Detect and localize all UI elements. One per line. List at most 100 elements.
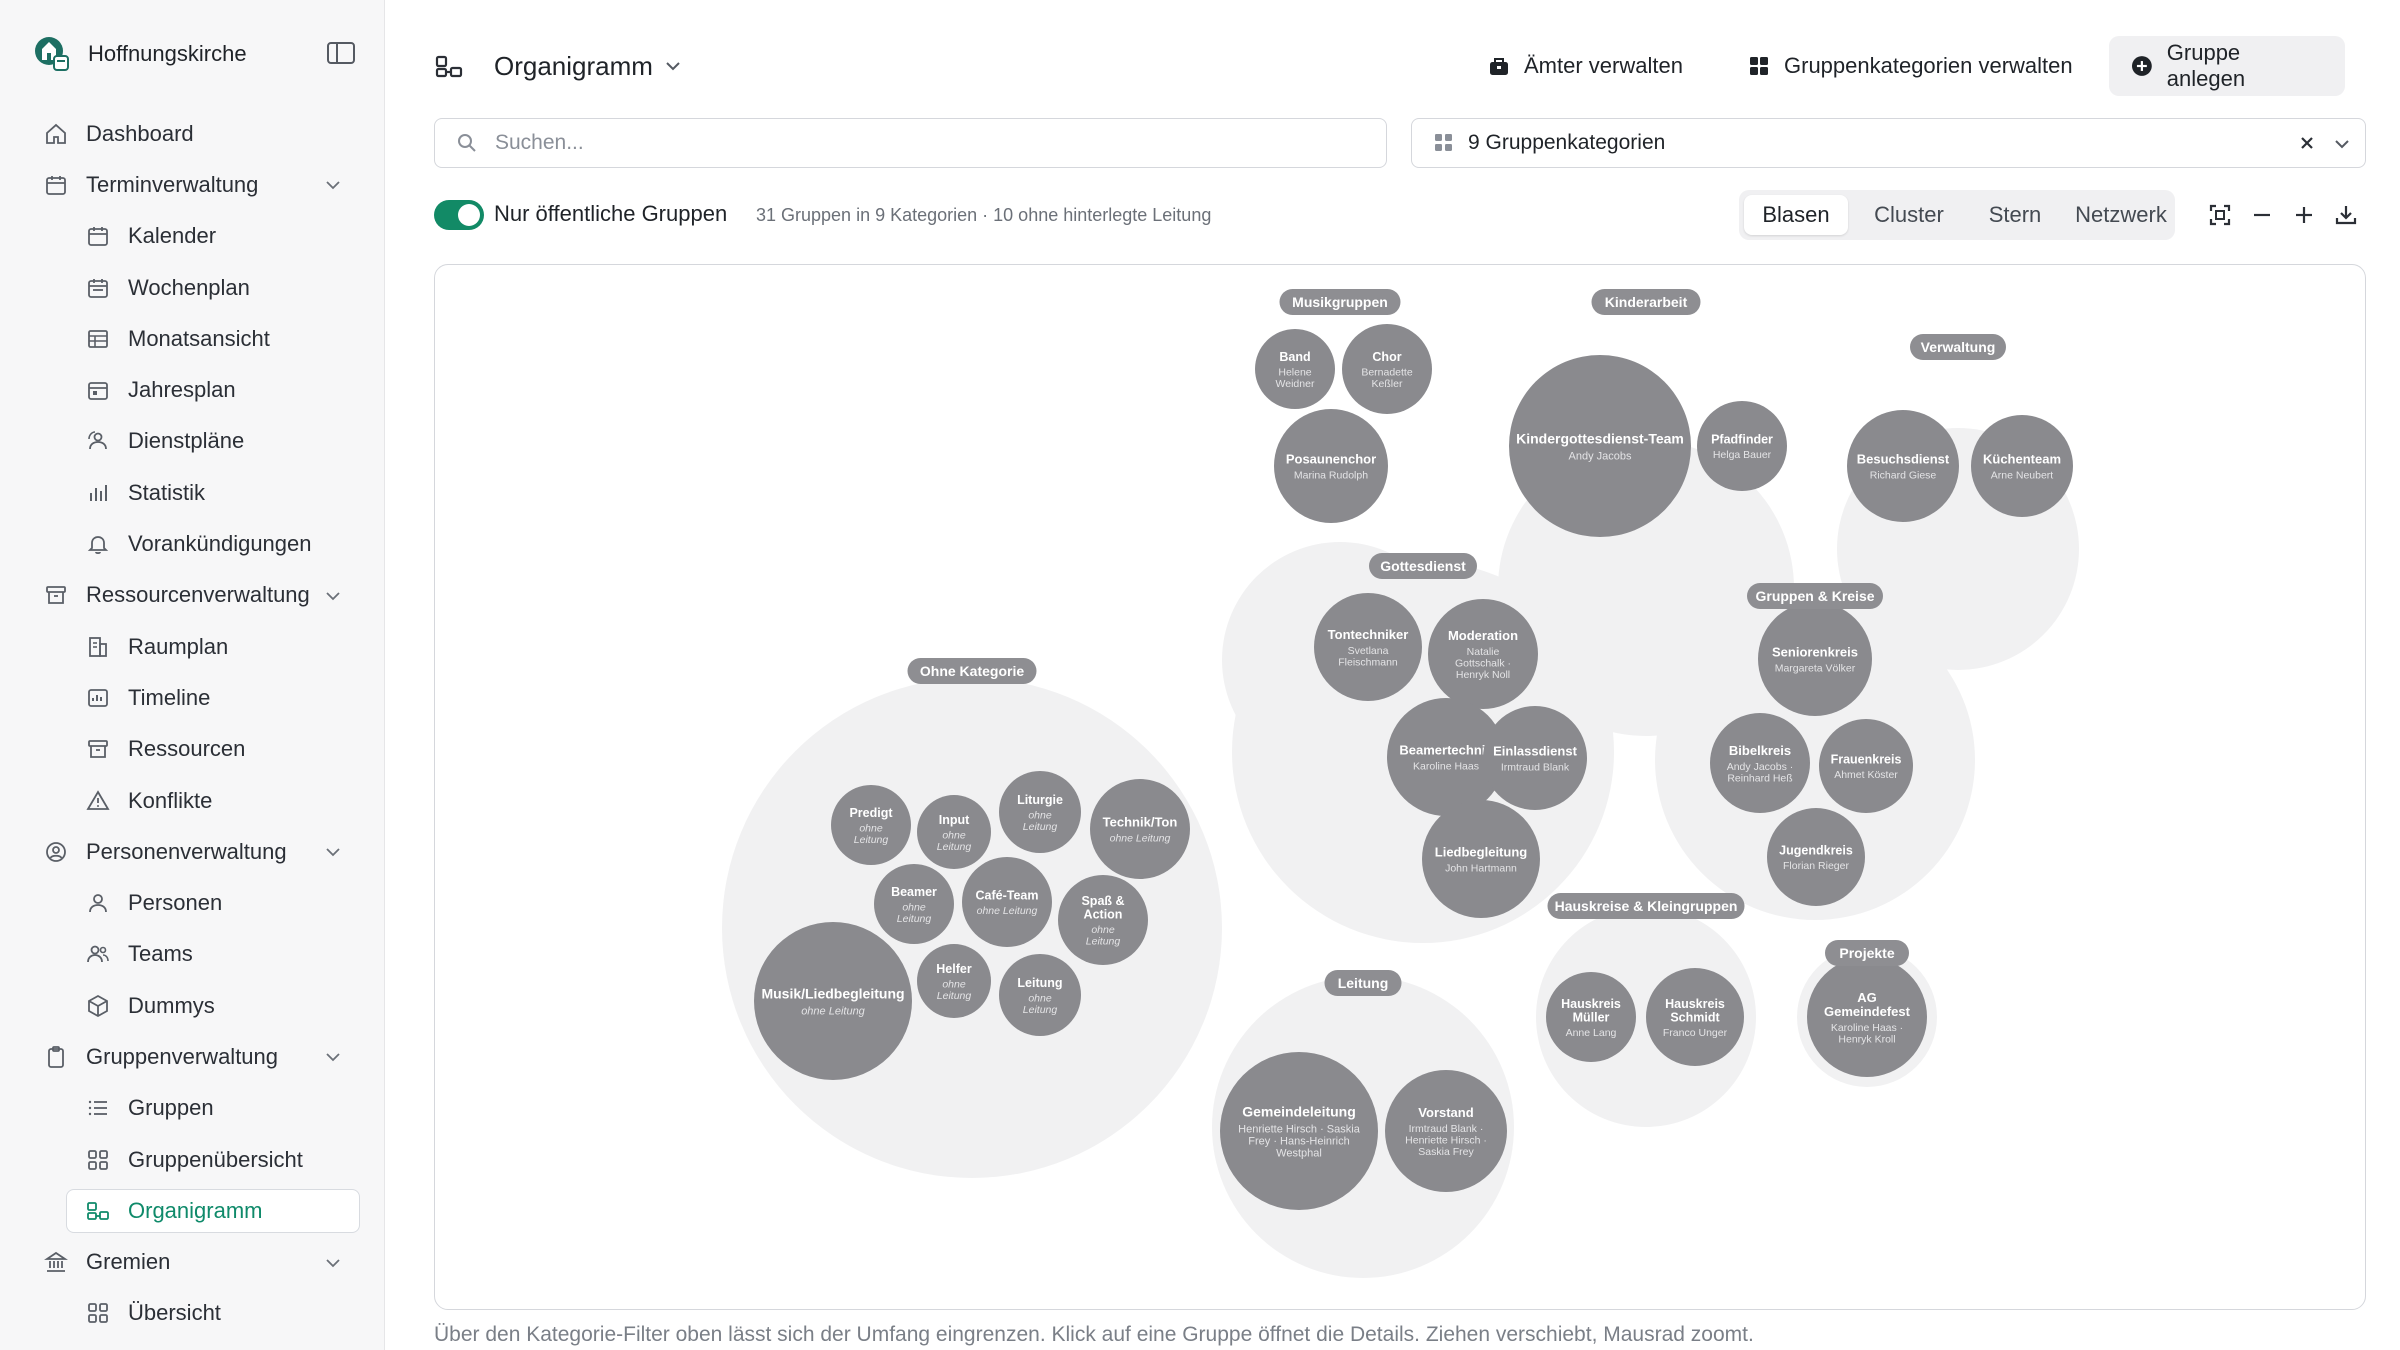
sidebar-toggle-icon[interactable] xyxy=(326,40,356,66)
group-circle[interactable] xyxy=(1710,713,1810,813)
group-circle[interactable] xyxy=(1847,410,1959,522)
group-circle[interactable] xyxy=(1819,719,1913,813)
sidebar-item-vorankündigungen[interactable]: Vorankündigungen xyxy=(0,518,385,569)
group-circle[interactable] xyxy=(999,771,1081,853)
cluster-gruppen-kreise[interactable] xyxy=(1655,600,1975,920)
manage-categories-button[interactable]: Gruppenkategorien verwalten xyxy=(1726,36,2095,96)
group-circle[interactable] xyxy=(1758,602,1872,716)
group-circle[interactable] xyxy=(1220,1052,1378,1210)
group-circle[interactable] xyxy=(831,785,911,865)
sidebar-item-statistik[interactable]: Statistik xyxy=(0,467,385,518)
group-circle[interactable] xyxy=(1428,599,1538,709)
chevron-down-icon[interactable] xyxy=(322,1046,344,1068)
brand[interactable]: Hoffnungskirche xyxy=(34,34,247,74)
chevron-down-icon[interactable] xyxy=(663,56,683,76)
group-circle[interactable] xyxy=(1387,698,1505,816)
group-circle[interactable] xyxy=(1546,972,1636,1062)
sidebar-item-jahresplan[interactable]: Jahresplan xyxy=(0,364,385,415)
group-circle[interactable] xyxy=(754,922,912,1080)
chevron-down-icon[interactable] xyxy=(322,585,344,607)
sidebar-item-konflikte[interactable]: Konflikte xyxy=(0,775,385,826)
group-circle[interactable] xyxy=(1274,409,1388,523)
group-circle[interactable] xyxy=(917,944,991,1018)
group-circle[interactable] xyxy=(1314,593,1422,701)
chevron-down-icon[interactable] xyxy=(2331,133,2353,155)
sidebar-item-organigramm[interactable]: Organigramm xyxy=(0,1185,385,1236)
chevron-down-icon[interactable] xyxy=(322,174,344,196)
group-circle[interactable] xyxy=(1255,329,1335,409)
sidebar-item-ressourcen[interactable]: Ressourcen xyxy=(0,724,385,775)
sidebar-item-terminverwaltung[interactable]: Terminverwaltung xyxy=(0,159,385,210)
chevron-down-icon[interactable] xyxy=(322,841,344,863)
group-circle[interactable] xyxy=(999,954,1081,1036)
sidebar-item-timeline[interactable]: Timeline xyxy=(0,672,385,723)
group-circle[interactable] xyxy=(874,864,954,944)
sidebar-item-ressourcenverwaltung[interactable]: Ressourcenverwaltung xyxy=(0,570,385,621)
search-input[interactable] xyxy=(495,131,1295,155)
sidebar-item-monatsansicht[interactable]: Monatsansicht xyxy=(0,313,385,364)
group-circle[interactable] xyxy=(1090,779,1190,879)
group-circle[interactable] xyxy=(1483,706,1587,810)
create-group-button[interactable]: Gruppe anlegen xyxy=(2109,36,2345,96)
sidebar-item-raumplan[interactable]: Raumplan xyxy=(0,621,385,672)
sidebar-item-gruppen[interactable]: Gruppen xyxy=(0,1083,385,1134)
sidebar-item-kalender[interactable]: Kalender xyxy=(0,211,385,262)
category-select[interactable]: 9 Gruppenkategorien xyxy=(1411,118,2366,168)
sidebar-item-gruppenverwaltung[interactable]: Gruppenverwaltung xyxy=(0,1031,385,1082)
sidebar-item-personenverwaltung[interactable]: Personenverwaltung xyxy=(0,826,385,877)
sidebar-item-dienstpläne[interactable]: Dienstpläne xyxy=(0,416,385,467)
sidebar-item-übersicht[interactable]: Übersicht xyxy=(0,1288,385,1339)
group-circle[interactable] xyxy=(1509,355,1691,537)
group-circle[interactable] xyxy=(962,857,1052,947)
group-circle[interactable] xyxy=(1385,1070,1507,1192)
group-circle[interactable] xyxy=(1697,401,1787,491)
tab-netzwerk[interactable]: Netzwerk xyxy=(2075,202,2167,227)
page-title[interactable]: Organigramm xyxy=(494,50,653,81)
sidebar-item-gremien[interactable]: Gremien xyxy=(0,1237,385,1288)
manage-offices-button[interactable]: Ämter verwalten xyxy=(1466,36,1705,96)
group-circle[interactable] xyxy=(917,795,991,869)
sidebar-item-dummys[interactable]: Dummys xyxy=(0,980,385,1031)
clear-icon[interactable] xyxy=(2295,131,2319,155)
group-circle[interactable] xyxy=(1342,324,1432,414)
fit-view-icon[interactable] xyxy=(2207,202,2233,228)
tab-stern[interactable]: Stern xyxy=(1988,202,2042,227)
chevron-down-icon[interactable] xyxy=(322,1252,344,1274)
tab-blasen[interactable]: Blasen xyxy=(1744,195,1848,235)
tab-cluster[interactable]: Cluster xyxy=(1874,202,1944,227)
group-circle[interactable] xyxy=(1971,415,2073,517)
sidebar-item-personen[interactable]: Personen xyxy=(0,877,385,928)
sidebar-item-gruppenübersicht[interactable]: Gruppenübersicht xyxy=(0,1134,385,1185)
